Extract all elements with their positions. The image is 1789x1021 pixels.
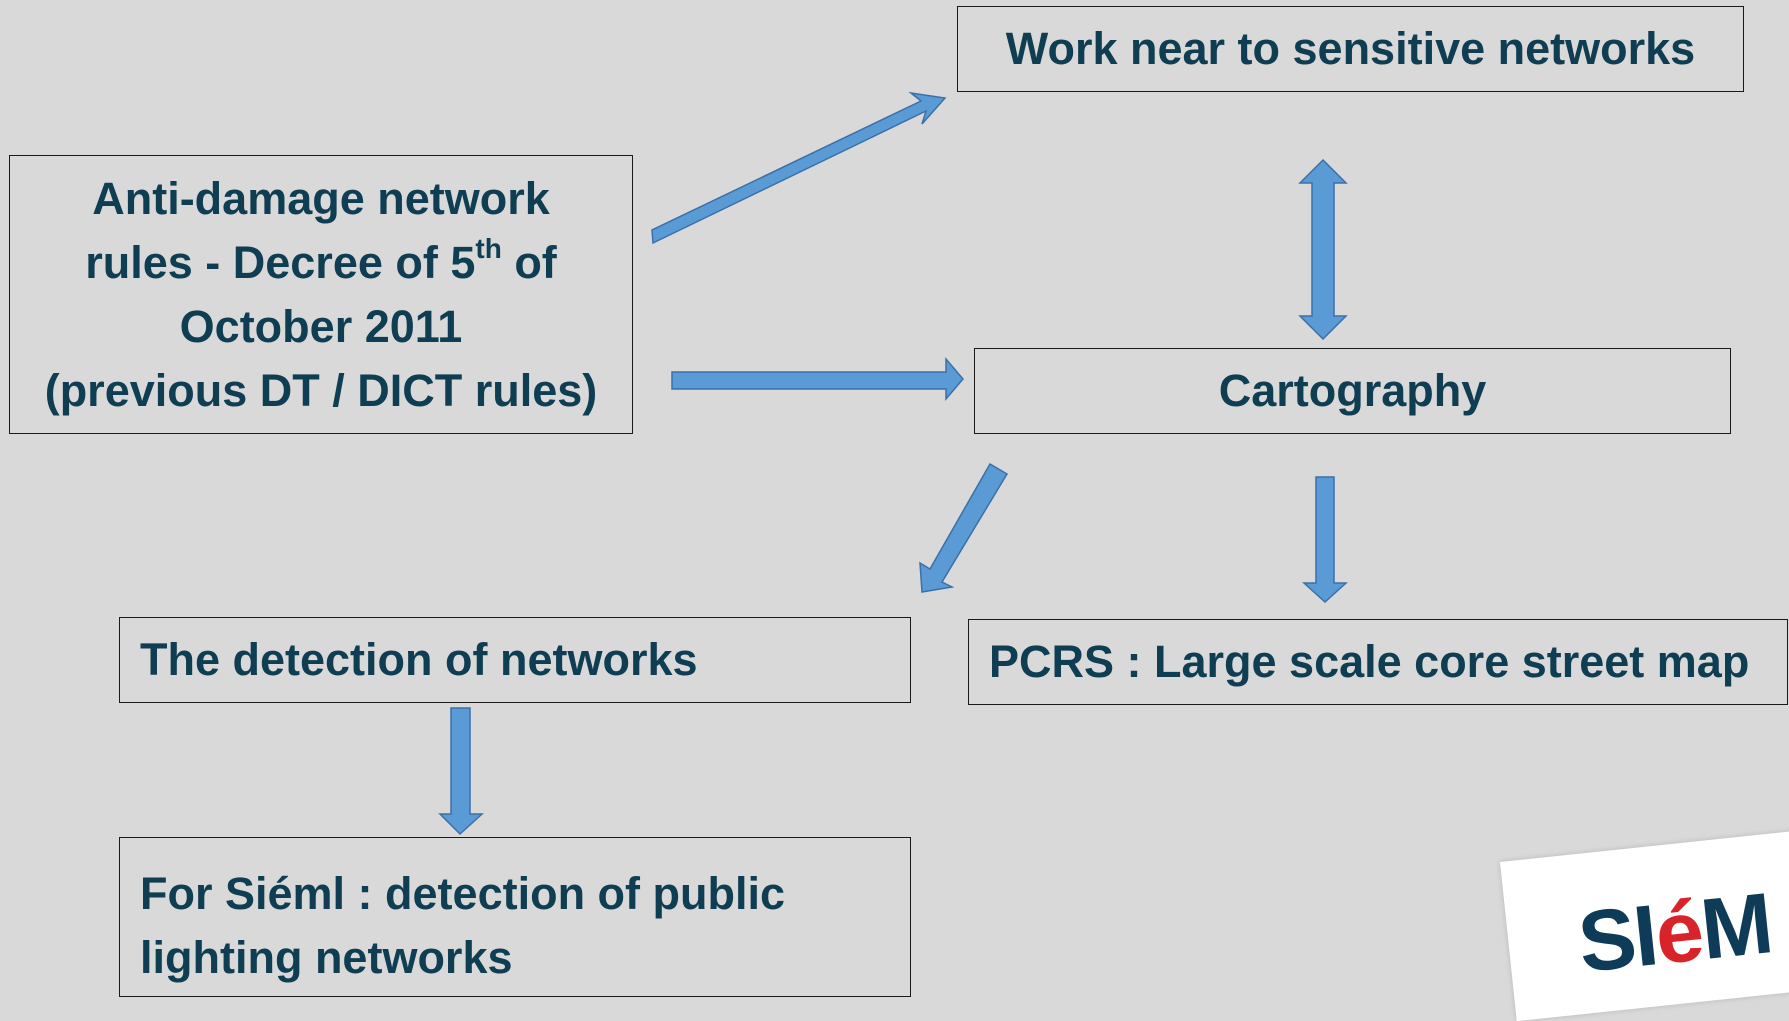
lighting-line-1: For Siéml : detection of public bbox=[140, 868, 786, 919]
box-cartography: Cartography bbox=[974, 348, 1731, 434]
anti-line-3: October 2011 bbox=[179, 300, 463, 352]
box-pcrs: PCRS : Large scale core street map bbox=[968, 619, 1788, 705]
anti-line-2-post: of bbox=[501, 236, 557, 288]
anti-line-2-sup: th bbox=[475, 232, 502, 264]
anti-line-1: Anti-damage network bbox=[92, 172, 550, 224]
anti-line-2: rules - Decree of 5th of bbox=[85, 231, 557, 295]
sieml-logo-text: SIéM bbox=[1573, 875, 1776, 991]
sieml-logo: SIéM bbox=[1500, 828, 1789, 1021]
anti-line-2-pre: rules - Decree of 5 bbox=[85, 236, 476, 288]
arrows-layer bbox=[438, 91, 1348, 836]
lighting-line-2: lighting networks bbox=[140, 932, 513, 983]
box-anti-damage-rules: Anti-damage network rules - Decree of 5t… bbox=[9, 155, 633, 434]
box-detection-of-networks: The detection of networks bbox=[119, 617, 911, 703]
box-detection-label: The detection of networks bbox=[140, 634, 698, 685]
box-cartography-label: Cartography bbox=[1218, 365, 1487, 416]
box-pcrs-label: PCRS : Large scale core street map bbox=[989, 636, 1750, 687]
anti-line-4: (previous DT / DICT rules) bbox=[44, 364, 598, 416]
box-work-label: Work near to sensitive networks bbox=[1005, 23, 1696, 74]
arrow-anti-to-work bbox=[651, 91, 947, 245]
arrow-work-cartography-bidirectional bbox=[1298, 158, 1348, 341]
arrow-detection-to-lighting bbox=[438, 707, 484, 836]
arrow-anti-to-cartography bbox=[671, 356, 964, 402]
box-work-near-sensitive-networks: Work near to sensitive networks bbox=[957, 6, 1744, 92]
arrow-cartography-to-pcrs bbox=[1302, 476, 1348, 604]
arrow-cartography-to-detection bbox=[919, 462, 1009, 593]
box-public-lighting-detection: For Siéml : detection of public lighting… bbox=[119, 837, 911, 997]
